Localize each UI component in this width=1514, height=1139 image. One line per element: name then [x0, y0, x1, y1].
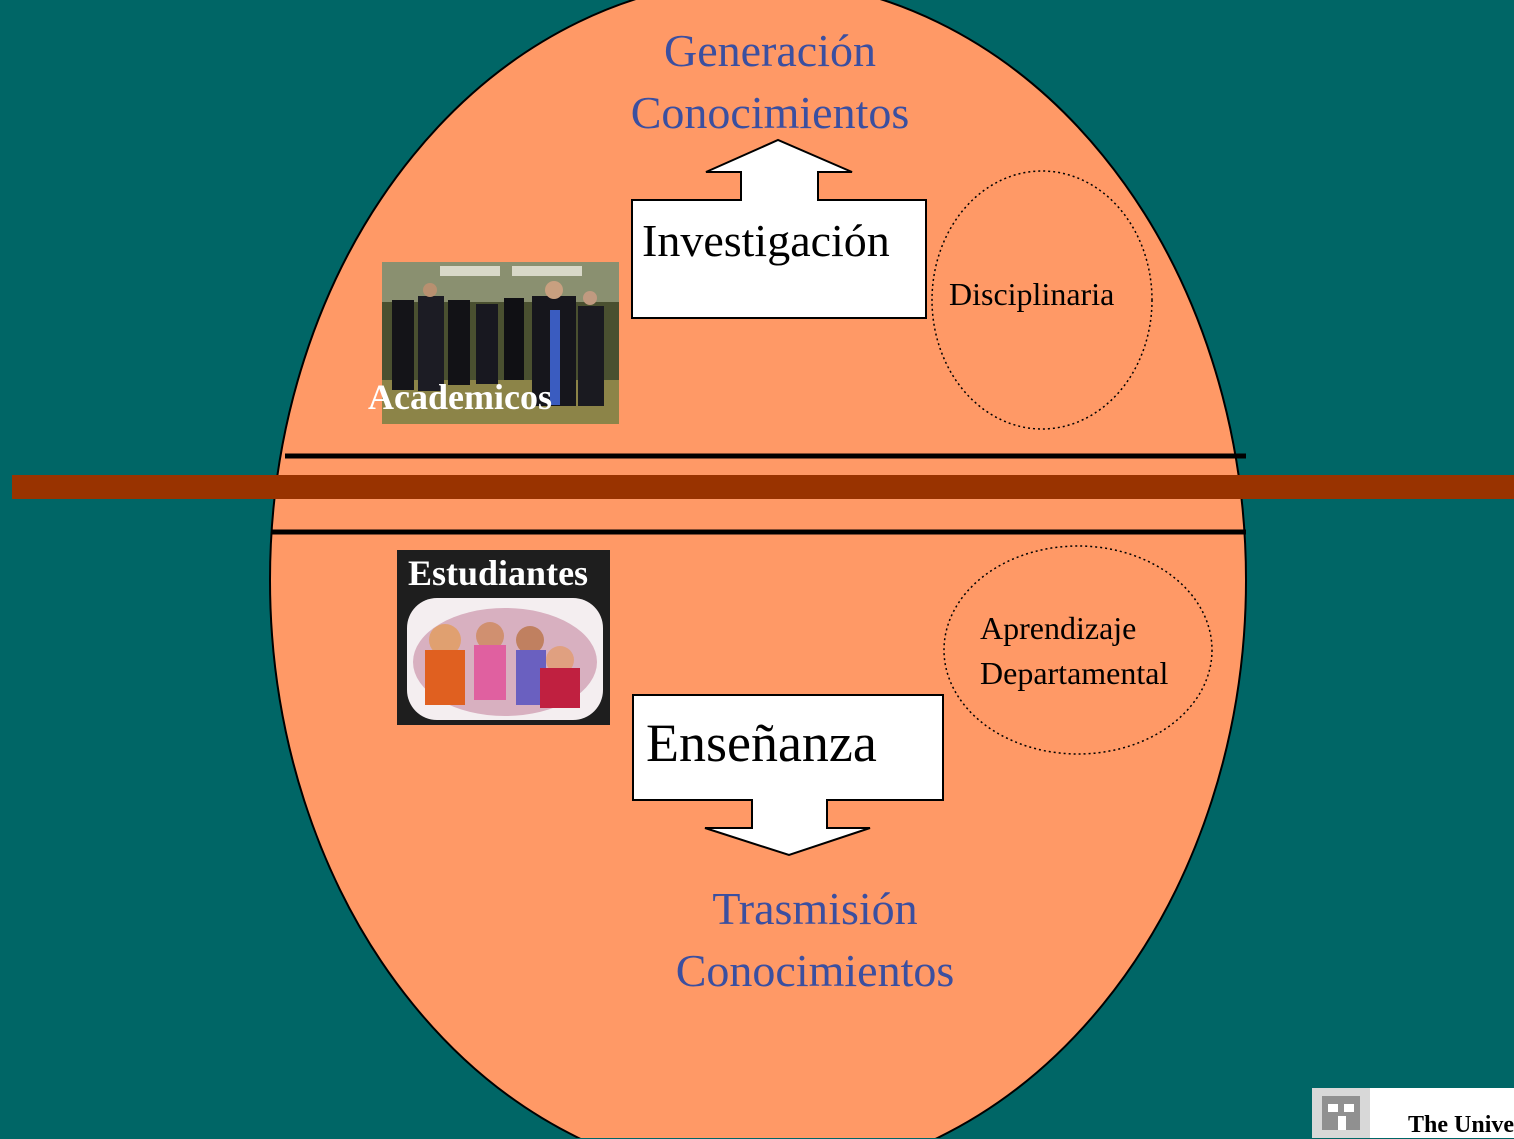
institution-text: The Unive [1408, 1112, 1514, 1138]
university-crest-icon [1312, 1088, 1370, 1138]
estudiantes-photo [397, 550, 610, 725]
investigacion-label: Investigación [642, 215, 890, 266]
central-divider-bar [12, 475, 1514, 499]
trasmision-label: Trasmisión Conocimientos [640, 878, 990, 1002]
up-arrow [631, 138, 927, 319]
disciplinaria-circle [931, 170, 1153, 430]
generacion-line2: Conocimientos [630, 87, 910, 138]
ensenanza-label: Enseñanza [646, 713, 877, 773]
departamental-circle [943, 545, 1213, 755]
departamental-line: Departamental [980, 655, 1169, 691]
estudiantes-label: Estudiantes [408, 553, 589, 593]
aprendizaje-line: Aprendizaje [980, 610, 1137, 646]
trasmision-line1: Trasmisión [712, 883, 918, 934]
generacion-label: Generación Conocimientos [600, 20, 940, 144]
logo-background [1370, 1088, 1514, 1138]
disciplinaria-label: Disciplinaria [949, 276, 1115, 312]
down-arrow [632, 694, 944, 857]
academicos-photo [382, 262, 619, 424]
departamental-label: Aprendizaje Departamental [980, 606, 1168, 696]
generacion-line1: Generación [664, 25, 876, 76]
academicos-label: Academicos [368, 377, 552, 417]
trasmision-line2: Conocimientos [675, 945, 955, 996]
